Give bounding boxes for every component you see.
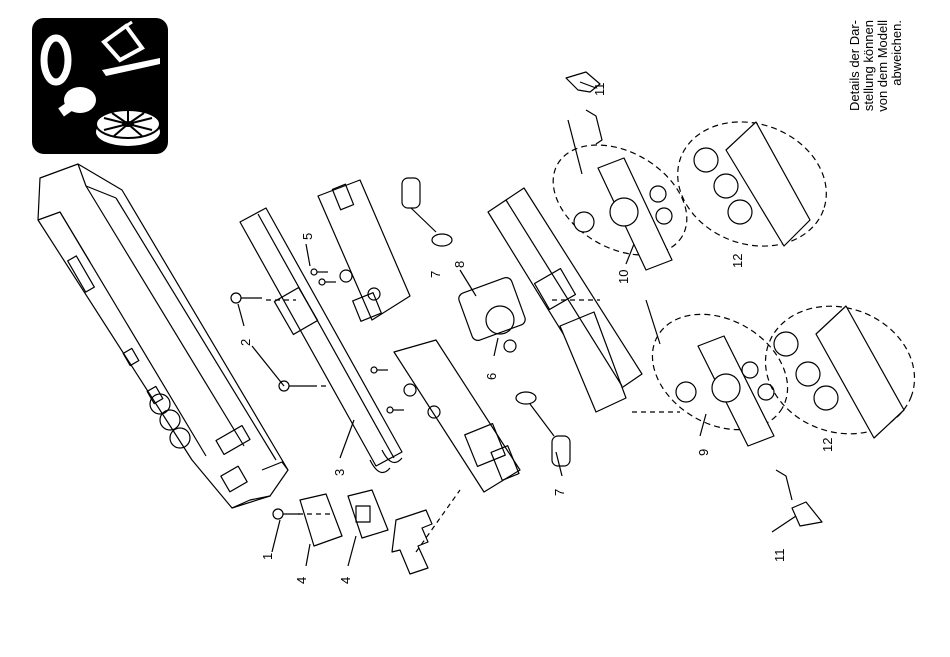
part-label-7b: 7: [552, 489, 567, 496]
cover-plates: [300, 490, 388, 546]
screw-1: [273, 509, 300, 519]
drive-shaft-upper: [402, 178, 452, 246]
part-label-4b: 4: [338, 577, 353, 584]
part-label-12a: 12: [730, 254, 745, 268]
wheel-set-12-upper: [660, 102, 844, 267]
part-label-1: 1: [260, 553, 275, 560]
bogie-gear-assembly-9: [632, 291, 809, 453]
motor: [457, 276, 527, 352]
part-label-12b: 12: [820, 438, 835, 452]
part-label-9: 9: [696, 449, 711, 456]
part-label-7a: 7: [428, 271, 443, 278]
part-label-6: 6: [484, 373, 499, 380]
part-label-11a: 11: [592, 83, 607, 97]
part-label-4a: 4: [294, 577, 309, 584]
part-label-8: 8: [452, 261, 467, 268]
part-label-10: 10: [616, 270, 631, 284]
part-label-3: 3: [332, 469, 347, 476]
coupler-clip: [392, 510, 432, 574]
part-label-5: 5: [300, 233, 315, 240]
wheel-set-12-lower: [747, 286, 932, 455]
screw-b2: [387, 407, 404, 413]
part-label-2: 2: [238, 339, 253, 346]
lower-weight-frame: [394, 340, 520, 492]
upper-weight-frame: [318, 180, 410, 321]
locomotive-body-shell: [38, 164, 288, 508]
screw-5a: [311, 269, 328, 275]
screw-b1: [371, 367, 388, 373]
part-label-11b: 11: [772, 549, 787, 563]
drive-shaft-lower: [516, 392, 570, 466]
screw-2-upper: [231, 293, 262, 303]
screw-5b: [319, 279, 336, 285]
